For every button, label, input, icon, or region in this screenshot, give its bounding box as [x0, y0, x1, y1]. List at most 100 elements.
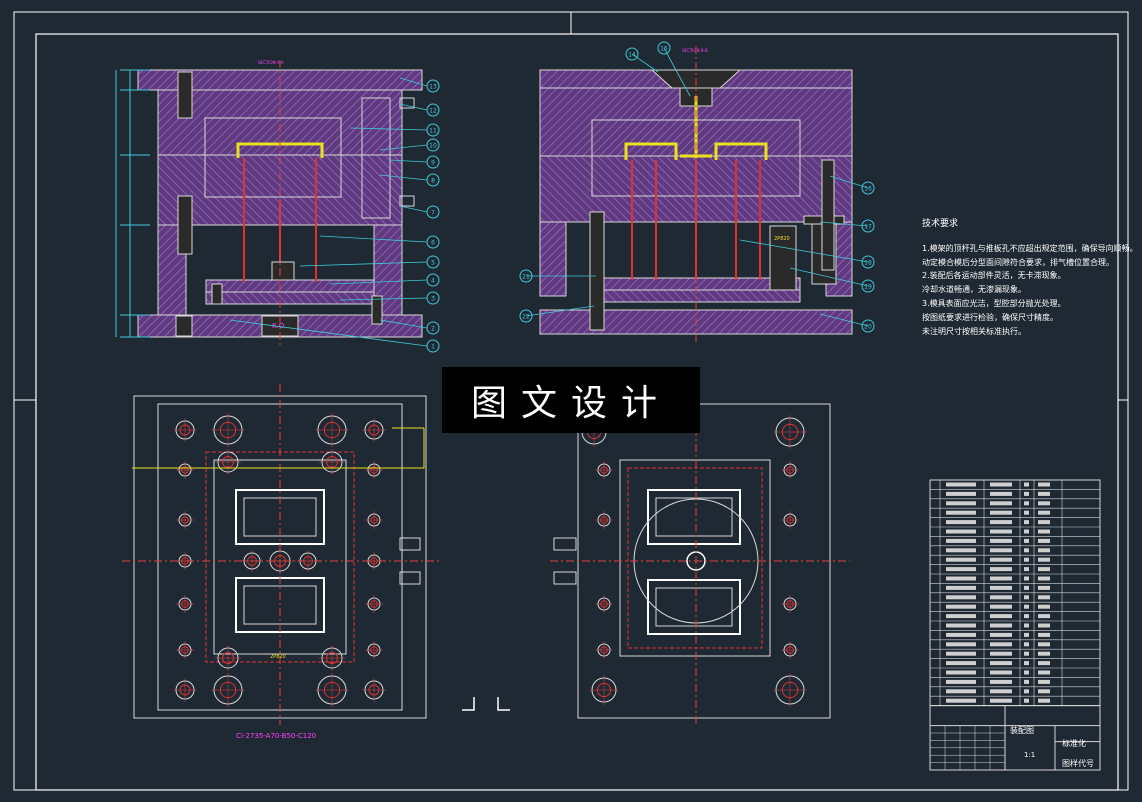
- bom-cell: [1038, 501, 1050, 506]
- tech-line: 动定模合模后分型面间隙符合要求，排气槽位置合理。: [922, 257, 1114, 267]
- callout-number: 8: [431, 178, 435, 185]
- callout-number: 15: [660, 46, 668, 53]
- bom-cell: [1024, 520, 1029, 525]
- bom-cell: [1038, 642, 1050, 647]
- bom-cell: [1024, 510, 1029, 515]
- bom-cell: [1024, 501, 1029, 506]
- bom-cell: [946, 689, 976, 694]
- bom-cell: [990, 642, 1012, 647]
- bom-cell: [1038, 520, 1050, 525]
- bom-cell: [946, 698, 976, 703]
- bom-cell: [990, 538, 1012, 543]
- callout-balloon-7: 7: [399, 205, 440, 219]
- bolt-hole: [781, 461, 799, 479]
- bolt-hole: [362, 418, 386, 442]
- callout-number: 10: [429, 143, 437, 150]
- bom-cell: [990, 567, 1012, 572]
- callout-number: 7: [431, 210, 435, 217]
- bom-cell: [946, 557, 976, 562]
- callout-number: 4: [431, 278, 435, 285]
- bom-cell: [1024, 557, 1029, 562]
- callout-balloon-13: 13: [399, 77, 440, 93]
- bom-cell: [1038, 661, 1050, 666]
- bolt-hole: [315, 673, 349, 707]
- bom-cell: [990, 689, 1012, 694]
- bom-cell: [1024, 538, 1029, 543]
- bom-cell: [1038, 529, 1050, 534]
- bom-cell: [990, 529, 1012, 534]
- bolt-hole: [595, 511, 613, 529]
- callout-number: 18: [864, 260, 872, 267]
- bom-cell: [946, 642, 976, 647]
- callout-number: 11: [429, 128, 437, 135]
- title-standardization: 标准化: [1062, 739, 1086, 748]
- callout-number: 12: [429, 108, 437, 115]
- callout-balloon-9: 9: [389, 155, 440, 169]
- callout-number: 16: [864, 186, 872, 193]
- callout-number: 13: [429, 84, 437, 91]
- bolt-hole: [781, 511, 799, 529]
- bom-cell: [1038, 689, 1050, 694]
- bom-cell: [990, 604, 1012, 609]
- bolt-hole: [215, 449, 241, 475]
- bolt-hole: [211, 673, 245, 707]
- bom-cell: [946, 595, 976, 600]
- section-b-view: SECTION B-B: [539, 46, 853, 345]
- tech-title: 技术要求: [922, 219, 959, 229]
- bom-cell: [1038, 538, 1050, 543]
- bom-cell: [946, 567, 976, 572]
- tech-line: 1.模架的顶杆孔与推板孔不应超出规定范围，确保导向顺畅。: [922, 243, 1138, 253]
- bom-cell: [990, 614, 1012, 619]
- callout-balloon-12: 12: [399, 103, 440, 117]
- callout-balloon-22: 22: [519, 305, 595, 323]
- callout-number: 20: [864, 324, 872, 331]
- tech-line: 3.模具表面应光洁，型腔部分抛光处理。: [922, 298, 1066, 308]
- bolt-hole: [176, 641, 194, 659]
- bolt-hole: [773, 415, 807, 449]
- tech-line: 2.装配后各运动部件灵活，无卡滞现象。: [922, 271, 1066, 281]
- callout-balloon-8: 8: [379, 173, 440, 187]
- callout-number: 17: [864, 224, 872, 231]
- bom-cell: [1024, 698, 1029, 703]
- bolt-hole: [362, 678, 386, 702]
- bom-cell: [1038, 585, 1050, 590]
- callout-number: 22: [522, 314, 530, 321]
- moving-half-plan-view: 2P820 CI-2735-A70-B50-C120: [122, 384, 440, 740]
- bom-cell: [990, 670, 1012, 675]
- callout-balloon-14: 14: [625, 47, 659, 73]
- bom-cell: [1038, 679, 1050, 684]
- tech-line: 按图纸要求进行检验，确保尺寸精度。: [922, 312, 1058, 322]
- bom-cell: [1024, 651, 1029, 656]
- mold-base-designation: CI-2735-A70-B50-C120: [236, 732, 316, 740]
- bom-cell: [990, 595, 1012, 600]
- bom-cell: [1024, 585, 1029, 590]
- bom-cell: [990, 491, 1012, 496]
- bom-cell: [946, 538, 976, 543]
- callout-number: 6: [431, 240, 435, 247]
- bom-cell: [946, 679, 976, 684]
- bolt-hole: [595, 595, 613, 613]
- callout-number: 21: [522, 274, 530, 281]
- title-drawing-name: 装配图: [1010, 726, 1034, 735]
- bom-cell: [990, 557, 1012, 562]
- bom-cell: [1038, 557, 1050, 562]
- bom-cell: [1038, 482, 1050, 487]
- bom-cell: [990, 510, 1012, 515]
- title-scale: 1:1: [1024, 751, 1036, 759]
- bom-cell: [946, 491, 976, 496]
- bom-cell: [1024, 604, 1029, 609]
- bom-cell: [946, 529, 976, 534]
- bom-cell: [990, 623, 1012, 628]
- bolt-hole: [211, 413, 245, 447]
- bolt-hole: [319, 645, 345, 671]
- callout-balloon-20: 20: [819, 313, 875, 333]
- bom-cell: [1024, 632, 1029, 637]
- bom-cell: [1024, 567, 1029, 572]
- bom-cell: [946, 632, 976, 637]
- callout-number: 9: [431, 160, 435, 167]
- bom-cell: [946, 576, 976, 581]
- cavity-label-left: 2P820: [270, 654, 286, 660]
- bom-cell: [1038, 510, 1050, 515]
- bolt-hole: [176, 511, 194, 529]
